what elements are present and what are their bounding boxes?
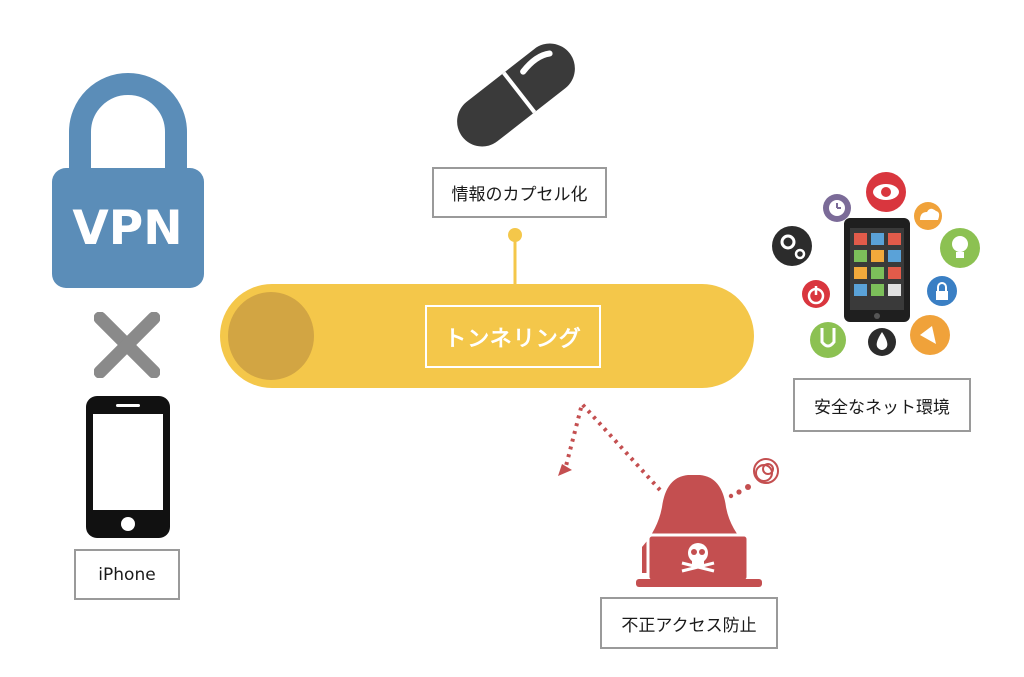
capsule-label: 情報のカプセル化 — [432, 167, 607, 218]
blocked-arrow-icon — [548, 398, 668, 498]
vpn-lock-icon — [40, 72, 216, 292]
iphone-label: iPhone — [74, 549, 180, 600]
tunnel-label: トンネリング — [425, 305, 601, 368]
hacker-icon — [628, 455, 788, 590]
cross-icon — [93, 311, 161, 379]
secure-label: 安全なネット環境 — [793, 378, 971, 432]
tunnel-opening — [228, 292, 314, 380]
vpn-lock-label: VPN — [72, 200, 183, 256]
capsule-icon — [454, 36, 578, 154]
smartphone-icon — [86, 396, 170, 538]
prevent-label: 不正アクセス防止 — [600, 597, 778, 649]
connector-pin — [500, 224, 530, 288]
tablet-apps-icon — [770, 170, 982, 365]
